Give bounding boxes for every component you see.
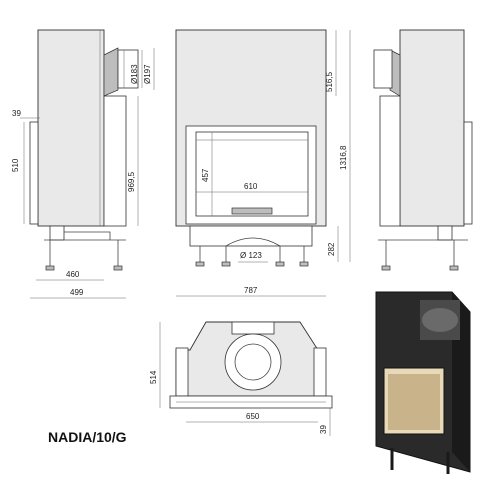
top-view: 650 514 39 (149, 321, 333, 436)
dim-side-969: 969,5 (127, 171, 136, 192)
fireplace-photo (375, 291, 471, 474)
dim-glass-457: 457 (201, 168, 210, 182)
dim-side-460: 460 (66, 270, 80, 279)
dim-air-123: Ø 123 (240, 251, 262, 260)
dim-front-1316: 1316,8 (339, 145, 348, 170)
front-view: 610 457 Ø 123 787 516,5 1316,8 282 (175, 29, 351, 297)
dim-top-39: 39 (319, 425, 328, 434)
side-view-right (373, 29, 473, 271)
dim-top-650: 650 (246, 412, 260, 421)
dim-front-516: 516,5 (325, 71, 334, 92)
model-label: NADIA/10/G (48, 429, 127, 445)
dim-front-787: 787 (244, 286, 258, 295)
dim-flue-183: Ø183 (130, 64, 139, 84)
dim-side-499: 499 (70, 288, 84, 297)
dim-side-39: 39 (12, 109, 21, 118)
dim-flue-197: Ø197 (143, 64, 152, 84)
dim-glass-610: 610 (244, 182, 258, 191)
dim-side-510: 510 (11, 158, 20, 172)
dim-top-514: 514 (149, 370, 158, 384)
side-view-left: 460 499 510 39 969,5 Ø183 Ø197 (11, 29, 155, 299)
dim-base-282: 282 (327, 242, 336, 256)
